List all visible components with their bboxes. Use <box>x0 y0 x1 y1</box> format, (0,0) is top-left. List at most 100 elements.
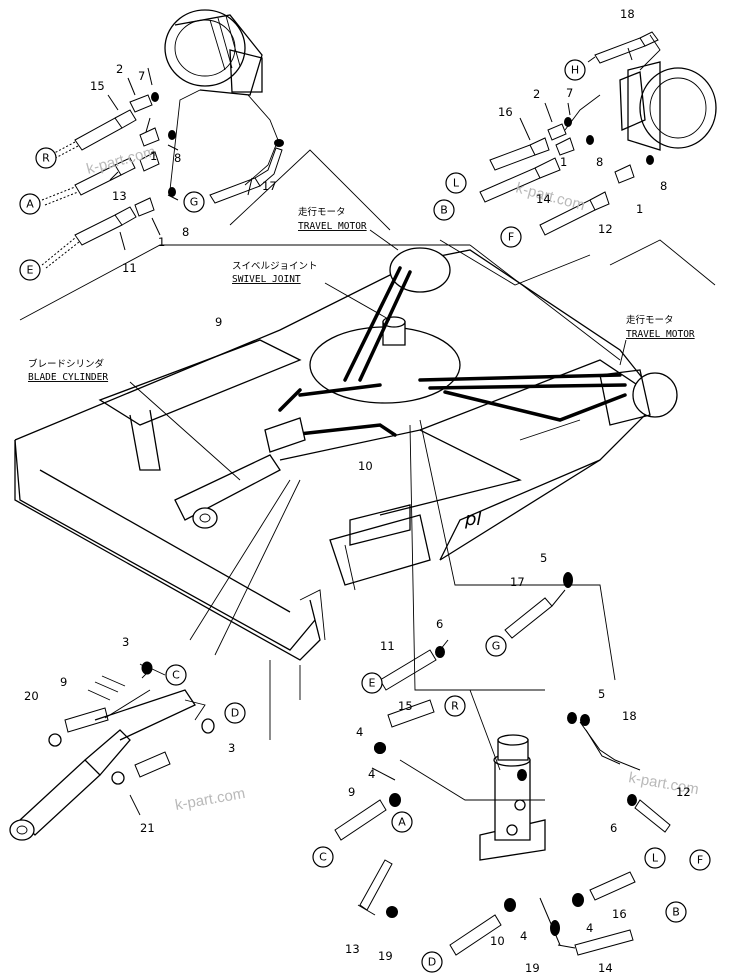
part-number-4: 4 <box>356 725 363 739</box>
part-number-9b: 9 <box>60 675 67 689</box>
part-number-6: 6 <box>436 617 443 631</box>
svg-text:pl: pl <box>464 509 481 530</box>
part-number-17b: 17 <box>510 575 525 589</box>
callout-r-bottom: R <box>444 695 466 717</box>
part-number-11: 11 <box>122 261 137 275</box>
swivel-joint-leader <box>324 282 391 321</box>
callout-h: H <box>564 59 586 81</box>
blade-cylinder-label-en: BLADE CYLINDER <box>28 372 108 383</box>
travel-motor-label-en-1: TRAVEL MOTOR <box>298 221 367 232</box>
undercarriage: pl <box>14 247 678 661</box>
part-number-6b: 6 <box>610 821 617 835</box>
swivel-joint-label-en: SWIVEL JOINT <box>232 274 301 285</box>
fittings-bottom-right <box>334 572 671 956</box>
svg-text:G: G <box>492 640 501 653</box>
svg-text:R: R <box>42 152 50 165</box>
callout-l-bottom: L <box>644 847 666 869</box>
callout-a-bottom: A <box>391 811 413 833</box>
part-number-17: 17 <box>262 179 277 193</box>
travel-motor-label-en-2: TRAVEL MOTOR <box>626 329 695 340</box>
travel-motor-top-right <box>564 34 717 151</box>
svg-text:B: B <box>440 204 448 217</box>
part-number-8d: 8 <box>660 179 667 193</box>
part-number-18b: 18 <box>622 709 637 723</box>
part-number-5b: 5 <box>598 687 605 701</box>
callout-f-bottom: F <box>689 849 711 871</box>
part-number-7: 7 <box>138 69 145 83</box>
callout-a-top: A <box>19 193 41 215</box>
part-number-18: 18 <box>620 7 635 21</box>
part-number-4c: 4 <box>586 921 593 935</box>
part-number-8c: 8 <box>596 155 603 169</box>
part-number-9c: 9 <box>348 785 355 799</box>
callout-f-top: F <box>500 226 522 248</box>
callout-c-bottom: C <box>312 846 334 868</box>
part-number-16: 16 <box>498 105 513 119</box>
part-number-12b: 12 <box>676 785 691 799</box>
travel-motor-label-jp-1: 走行モータ <box>298 206 346 218</box>
travel-motor-leader-2 <box>619 339 627 366</box>
part-number-12: 12 <box>598 222 613 236</box>
watermark-top-left: k-part.com <box>85 143 158 178</box>
part-number-9: 9 <box>215 315 222 329</box>
part-number-19b: 19 <box>525 961 540 975</box>
part-number-1d: 1 <box>636 202 643 216</box>
part-number-21: 21 <box>140 821 155 835</box>
part-number-7b: 7 <box>566 86 573 100</box>
svg-text:D: D <box>428 956 436 969</box>
callouts: R A E G H L B F C D G E R A C F L B D <box>19 59 711 973</box>
svg-text:E: E <box>369 677 376 690</box>
svg-text:R: R <box>451 700 459 713</box>
travel-motor-top-left <box>164 9 279 191</box>
callout-e-bottom: E <box>361 672 383 694</box>
part-number-14b: 14 <box>598 961 613 975</box>
guide-lines-bottom <box>189 419 616 740</box>
part-number-20: 20 <box>24 689 39 703</box>
svg-text:D: D <box>231 707 239 720</box>
part-number-1: 1 <box>150 149 157 163</box>
blade-cylinder-detail <box>9 661 215 841</box>
part-number-10b: 10 <box>490 934 505 948</box>
svg-text:E: E <box>27 264 34 277</box>
part-number-1c: 1 <box>560 155 567 169</box>
travel-motor-label-jp-2: 走行モータ <box>626 314 674 326</box>
callout-e-top: E <box>19 259 41 281</box>
part-number-19: 19 <box>378 949 393 963</box>
callout-b-bottom: B <box>665 901 687 923</box>
fittings-top-right <box>479 31 659 236</box>
svg-text:L: L <box>652 852 659 865</box>
part-number-3: 3 <box>122 635 129 649</box>
svg-text:F: F <box>508 231 514 244</box>
part-number-4b: 4 <box>368 767 375 781</box>
callout-b-top: B <box>433 199 455 221</box>
part-number-14: 14 <box>536 192 551 206</box>
svg-text:C: C <box>172 669 180 682</box>
blade-cylinder-label-jp: ブレードシリンダ <box>28 358 105 370</box>
svg-text:F: F <box>697 854 703 867</box>
callout-d-bottom: D <box>421 951 443 973</box>
part-number-15: 15 <box>90 79 105 93</box>
part-number-13: 13 <box>112 189 127 203</box>
callout-g-bottom: G <box>485 635 507 657</box>
callout-d-left: D <box>224 702 246 724</box>
fittings-top-left <box>41 67 284 269</box>
part-number-5: 5 <box>540 551 547 565</box>
svg-text:C: C <box>319 851 327 864</box>
part-number-2b: 2 <box>533 87 540 101</box>
part-number-15b: 15 <box>398 699 413 713</box>
callout-l-top: L <box>445 172 467 194</box>
callout-c-left: C <box>165 664 187 686</box>
part-number-2: 2 <box>116 62 123 76</box>
part-number-4d: 4 <box>520 929 527 943</box>
part-number-1b: 1 <box>158 235 165 249</box>
part-number-13b: 13 <box>345 942 360 956</box>
svg-text:G: G <box>190 196 199 209</box>
part-number-10: 10 <box>358 459 373 473</box>
swivel-joint-label-jp: スイベルジョイント <box>232 261 318 272</box>
svg-text:A: A <box>26 198 34 211</box>
blade-cylinder-leader <box>129 381 241 481</box>
part-numbers: 15 2 7 1 8 13 17 8 1 11 18 16 2 7 1 8 8 … <box>24 7 691 975</box>
callout-r-top: R <box>35 147 57 169</box>
part-number-3b: 3 <box>228 741 235 755</box>
